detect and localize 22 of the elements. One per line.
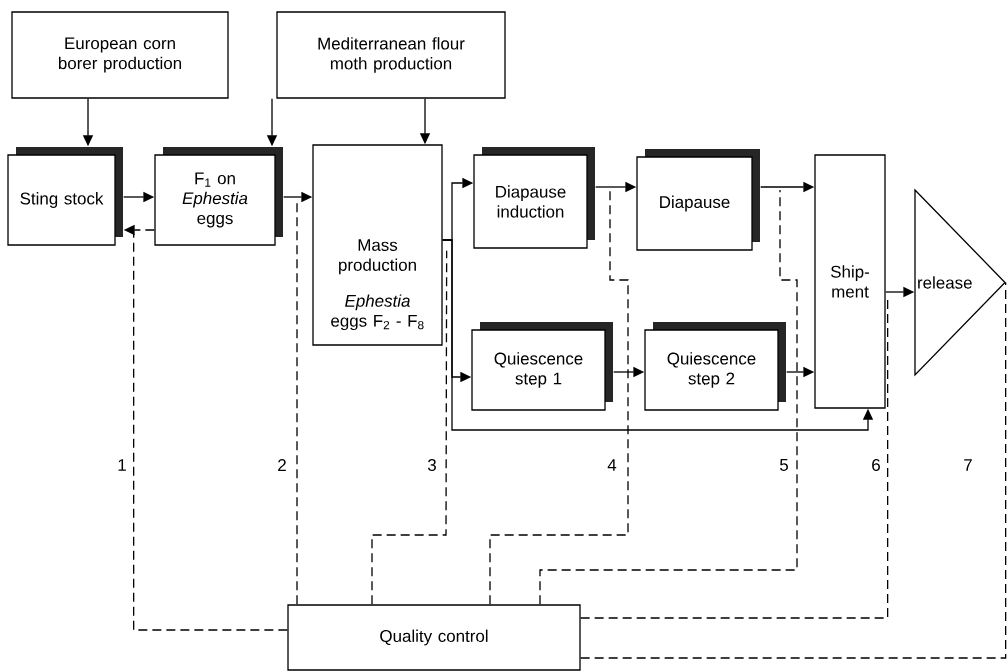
process-box: Mediterranean flour moth production bbox=[276, 11, 506, 99]
process-box: Sting stock bbox=[7, 147, 123, 246]
dashed-line bbox=[371, 250, 448, 605]
callout-number: 3 bbox=[427, 459, 436, 471]
process-box: F$_{1}$ on Ephestia eggs bbox=[154, 147, 283, 246]
callout-number: 4 bbox=[607, 459, 617, 471]
process-box: Quality control bbox=[287, 604, 581, 671]
callout-number: 1 bbox=[118, 459, 126, 471]
process-box: Diapause bbox=[636, 149, 760, 251]
callout-number: 2 bbox=[278, 459, 286, 471]
process-box: European corn borer production bbox=[11, 11, 229, 99]
process-box: Ship- ment bbox=[814, 154, 886, 409]
dashed-line bbox=[539, 189, 798, 605]
process-box: Diapause induction bbox=[473, 147, 595, 249]
process-box: Quiescence step 1 bbox=[471, 322, 613, 411]
callout-number: 5 bbox=[779, 459, 788, 471]
callout-number: 7 bbox=[964, 459, 972, 471]
process-box: Mass production Ephestia eggs F$_{2}$ - F$_{8}$ bbox=[312, 144, 443, 346]
dashed-line bbox=[489, 189, 629, 605]
process-box: Quiescence step 2 bbox=[644, 322, 786, 411]
callout-number: 6 bbox=[872, 459, 880, 471]
dashed-line bbox=[133, 233, 288, 631]
